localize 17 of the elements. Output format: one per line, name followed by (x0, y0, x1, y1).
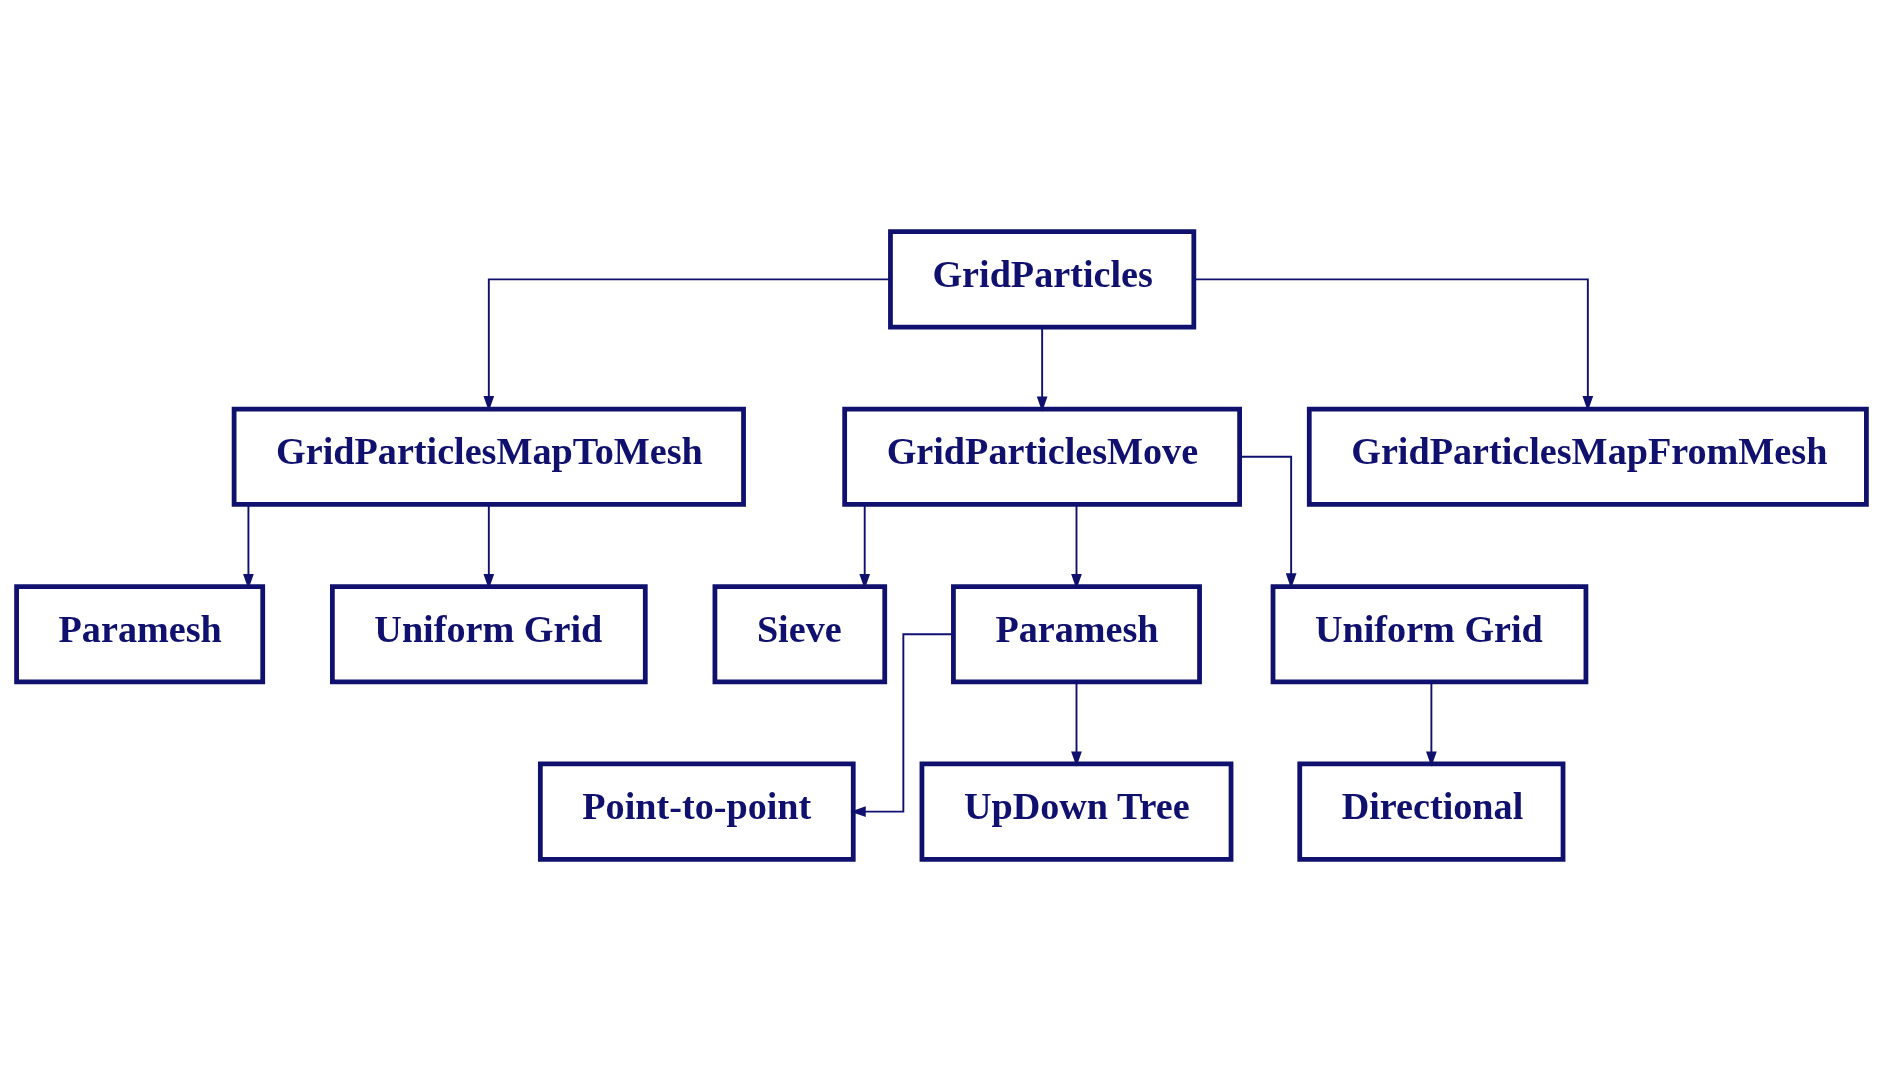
node-box: GridParticlesMapFromMesh (1306, 406, 1869, 507)
node-box: GridParticlesMove (842, 406, 1242, 507)
arrow (1071, 681, 1082, 767)
node-box: GridParticles (888, 229, 1197, 330)
node-box: Paramesh (951, 584, 1202, 685)
node-box: Uniform Grid (1270, 584, 1589, 685)
node-box: Uniform Grid (330, 584, 648, 685)
node-box: Directional (1297, 761, 1566, 862)
node-box: GridParticlesMapToMesh (231, 406, 746, 507)
node-box: Point-to-point (537, 761, 856, 862)
node-box: Sieve (712, 584, 888, 685)
arrow (850, 633, 955, 817)
arrow (243, 504, 254, 590)
node-box: UpDown Tree (919, 761, 1234, 862)
node-box: Paramesh (14, 584, 266, 685)
arrow (1426, 681, 1437, 767)
arrow (1036, 326, 1048, 412)
